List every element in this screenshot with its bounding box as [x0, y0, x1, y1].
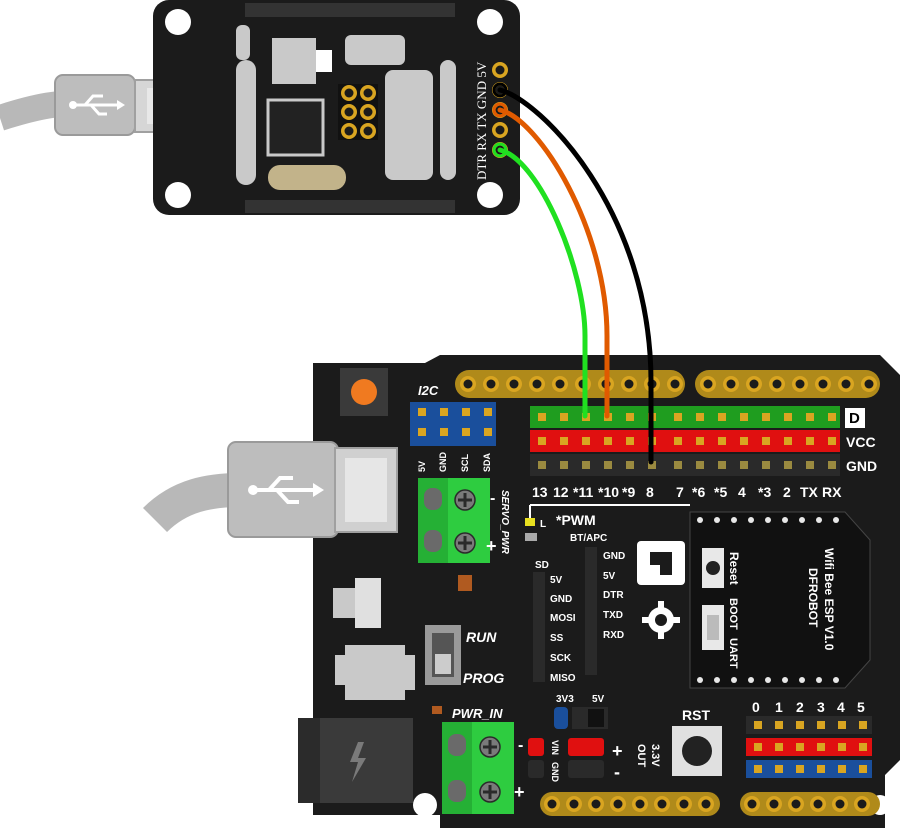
wire-rx-to-pin-10	[497, 107, 610, 419]
dpin-12: 12	[553, 484, 569, 500]
i2c-pin-scl: SCL	[460, 453, 470, 472]
dpin-4: 4	[738, 484, 746, 500]
out-label-1: 3.3V	[649, 744, 661, 767]
lightning-icon	[350, 742, 366, 782]
out-label-2: OUT	[635, 744, 647, 768]
row-label-signal: D	[849, 410, 860, 427]
digital-headers	[530, 406, 840, 476]
dpin-7: 7	[676, 484, 684, 500]
pwr-in-label: PWR_IN	[452, 706, 503, 721]
sd-label: SD	[535, 560, 549, 571]
vin-label: VIN	[550, 740, 560, 755]
volt-3v3-label: 3V3	[556, 694, 574, 705]
usb-cable-bottom	[142, 441, 398, 538]
bt-pin-dtr: DTR	[603, 590, 624, 601]
volt-5v-label: 5V	[592, 694, 605, 705]
module-pin-rx: RX	[474, 132, 489, 151]
row-label-ground: GND	[846, 458, 877, 474]
bt-pin-gnd: GND	[603, 551, 625, 562]
wifi-title-line1: Wifi Bee ESP V1.0	[822, 548, 836, 651]
apin-5: 5	[857, 699, 865, 715]
dpin-tx: TX	[800, 484, 819, 500]
module-pin-dtr: DTR	[474, 154, 489, 180]
gear-icon	[642, 601, 680, 639]
pwr-plus: +	[514, 782, 525, 802]
wifi-boot-label: BOOT	[727, 598, 739, 630]
usb-icon	[69, 94, 125, 116]
dpin-11: *11	[573, 484, 593, 500]
sd-pin-miso: MISO	[550, 673, 576, 684]
pwr-minus: -	[518, 737, 523, 754]
switch-prog-label: PROG	[463, 670, 504, 686]
dpin-10: *10	[598, 484, 619, 500]
apin-1: 1	[775, 699, 783, 715]
i2c-pin-gnd: GND	[438, 452, 448, 473]
dfrobot-logo-icon	[650, 552, 672, 575]
sd-pin-5v: 5V	[550, 575, 563, 586]
module-pin-tx: TX	[474, 112, 489, 130]
servo-minus: -	[490, 490, 495, 507]
wifi-title-line2: DFROBOT	[806, 568, 820, 628]
gnd-label: GND	[550, 762, 560, 783]
wifi-uart-label: UART	[727, 638, 739, 669]
sd-pin-ss: SS	[550, 633, 564, 644]
dpin-2: 2	[783, 484, 791, 500]
servo-label: SERVO_PWR	[499, 490, 510, 555]
usb-serial-module: DTR RX TX GND 5V	[153, 0, 520, 215]
switch-run-label: RUN	[466, 629, 497, 645]
i2c-pin-5v: 5V	[417, 461, 427, 472]
svg-text:DTR RX TX GND 5V: DTR RX TX GND 5V	[474, 61, 489, 180]
wifi-reset-label: Reset	[727, 552, 741, 585]
wire-tx-to-pin-11	[497, 147, 588, 419]
wifi-bee-module: Reset BOOT UART Wifi Bee ESP V1.0 DFROBO…	[689, 511, 871, 689]
servo-plus: +	[486, 536, 497, 556]
dpin-3: *3	[758, 484, 771, 500]
dpin-6: *6	[692, 484, 705, 500]
bt-pin-5v: 5V	[603, 571, 616, 582]
pwm-note: *PWM	[556, 512, 596, 528]
apin-3: 3	[817, 699, 825, 715]
bt-pin-rxd: RXD	[603, 630, 624, 641]
sd-pin-mosi: MOSI	[550, 613, 576, 624]
i2c-label: I2C	[418, 383, 439, 398]
bt-apc-label: BT/APC	[570, 533, 607, 544]
apin-4: 4	[837, 699, 845, 715]
wire-gnd-to-8	[497, 87, 654, 465]
led-label: L	[540, 519, 546, 530]
row-label-power: VCC	[846, 434, 876, 450]
dpin-8: 8	[646, 484, 654, 500]
jumper-wires	[492, 82, 654, 465]
dpin-5: *5	[714, 484, 727, 500]
bt-pin-txd: TXD	[603, 610, 623, 621]
module-pin-gnd: GND	[474, 81, 489, 109]
wire-end-module	[492, 102, 508, 118]
dpin-13: 13	[532, 484, 548, 500]
apin-0: 0	[752, 699, 760, 715]
out-plus: +	[612, 741, 623, 761]
wire-end-module	[492, 82, 508, 98]
i2c-pin-sda: SDA	[482, 452, 492, 472]
module-pin-5v: 5V	[474, 61, 489, 78]
wire-end-module	[492, 142, 508, 158]
apin-2: 2	[796, 699, 804, 715]
main-board: I2C 5V GND SCL SDA D VCC GND 13 12 *11 *…	[298, 355, 900, 828]
usb-icon	[248, 476, 324, 504]
out-minus: -	[614, 762, 620, 782]
dpin-9: *9	[622, 484, 635, 500]
dpin-rx: RX	[822, 484, 842, 500]
sd-pin-sck: SCK	[550, 653, 572, 664]
sd-pin-gnd: GND	[550, 594, 572, 605]
rst-label: RST	[682, 707, 710, 723]
